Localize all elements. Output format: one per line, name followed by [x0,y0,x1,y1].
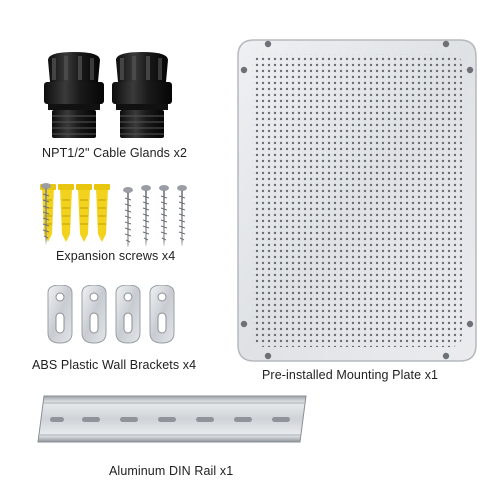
cable-gland-1 [44,52,104,138]
screws [41,183,188,247]
wall-brackets-caption: ABS Plastic Wall Brackets x4 [32,358,197,372]
din-rail-slots [50,417,290,422]
cable-glands-image [38,50,173,142]
wall-brackets-image [44,285,184,345]
cable-gland-2 [112,52,172,138]
plate-mounting-screws [240,40,474,360]
expansion-screws-image [40,182,190,247]
expansion-screws-caption: Expansion screws x4 [56,249,176,263]
din-rail-caption: Aluminum DIN Rail x1 [109,464,234,478]
mounting-plate-image [236,38,478,363]
din-rail-image [36,394,308,444]
plastic-anchors [40,183,111,243]
cable-glands-caption: NPT1/2" Cable Glands x2 [42,146,187,160]
mounting-plate-caption: Pre-installed Mounting Plate x1 [262,368,439,382]
